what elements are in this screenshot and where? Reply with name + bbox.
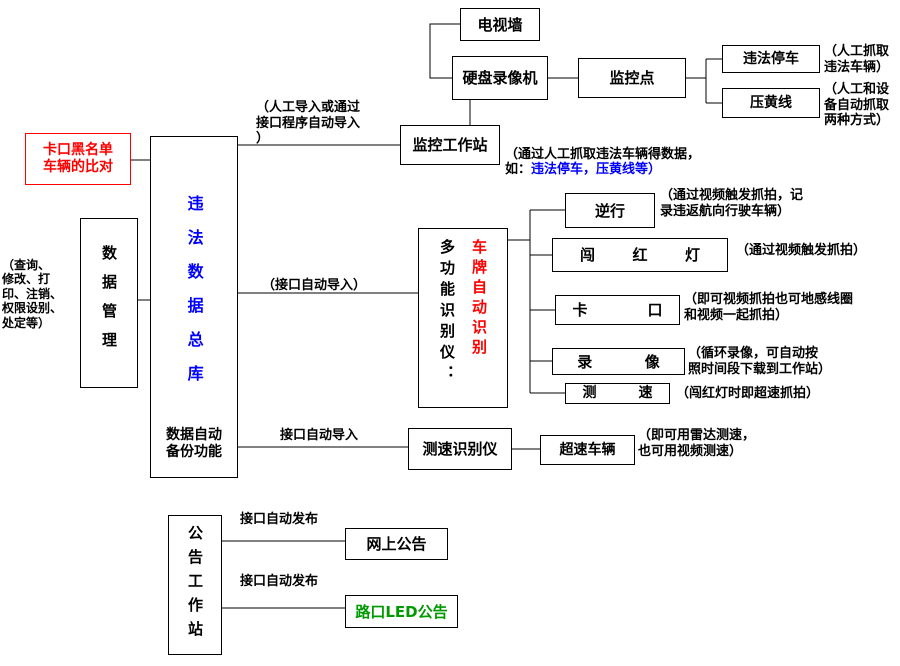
note-monitor-data-highlight: 违法停车，压黄线等） [531,162,662,178]
recording-label: 录像 [577,352,713,371]
note-speed: （闯红灯时即超速抓拍） [676,386,820,401]
node-speeding-vehicle: 超速车辆 [540,435,635,465]
note-monitor-data: （通过人工抓取违法车辆得数据， 如：违法停车，压黄线等） [505,131,745,178]
plate-recognition-label: 车牌自动识别 [470,239,488,359]
violation-database-label: 违法数据总库 [184,195,204,399]
node-led-announce: 路口LED公告 [345,595,458,628]
node-monitor-point: 监控点 [578,58,686,98]
node-data-management: 数据管理 [80,218,138,388]
speed-detect-label: 测速 [582,385,695,402]
note-publish-1: 接口自动发布 [240,512,319,527]
announce-workstation-label: 公告工作站 [186,525,204,645]
node-monitor-workstation: 监控工作站 [400,125,500,165]
note-api-import-2: 接口自动导入 [280,428,359,443]
node-violation-database: 违法数据总库 数据自动 备份功能 [150,136,238,478]
note-yellow-capture: （人工和设 备自动抓取 两种方式） [824,82,890,129]
multi-recognizer-label: 多功能识别仪： [438,239,456,386]
node-illegal-parking: 违法停车 [722,45,820,73]
checkpoint-label: 卡口 [572,301,723,319]
note-reverse: （通过视频触发抓拍，记 录违返航向行驶车辆） [660,188,804,219]
node-announce-workstation: 公告工作站 [168,515,222,655]
note-monitor-data-black: （通过人工抓取违法车辆得数据， 如： [505,146,701,178]
node-speed-recognizer: 测速识别仪 [408,428,512,470]
node-blacklist-compare: 卡口黑名单 车辆的比对 [25,133,131,185]
note-api-import: （接口自动导入） [262,278,367,293]
red-light-label: 闯红灯 [579,246,738,264]
note-recording: （循环录像，可自动按 照时间段下载到工作站） [688,346,832,377]
node-checkpoint: 卡口 [555,295,680,325]
data-management-label: 数据管理 [100,245,118,361]
node-web-announce: 网上公告 [345,528,448,560]
note-checkpoint: （即可视频抓拍也可地感线圈 和视频一起抓拍） [684,292,854,323]
note-speeding: （即可用雷达测速， 也可用视频测速） [638,428,756,459]
node-speed-detect: 测速 [565,383,670,404]
auto-backup-label: 数据自动 备份功能 [166,427,222,461]
node-dvr: 硬盘录像机 [452,56,548,100]
note-red-light: （通过视频触发抓拍） [736,243,867,258]
node-multi-recognizer: 多功能识别仪： 车牌自动识别 [418,228,508,408]
node-red-light: 闯红灯 [552,238,728,272]
note-publish-2: 接口自动发布 [240,574,319,589]
node-recording: 录像 [552,348,685,375]
node-tv-wall: 电视墙 [460,8,540,41]
node-reverse-driving: 逆行 [565,193,655,228]
node-yellow-line: 压黄线 [722,88,820,118]
note-manual-import: （人工导入或通过 接口程序自动导入 ） [256,100,361,147]
note-parking-capture: （人工抓取 违法车辆） [824,44,890,75]
note-data-management: （查询、 修改、打 印、注销、 权限设别、 处定等） [2,258,63,330]
